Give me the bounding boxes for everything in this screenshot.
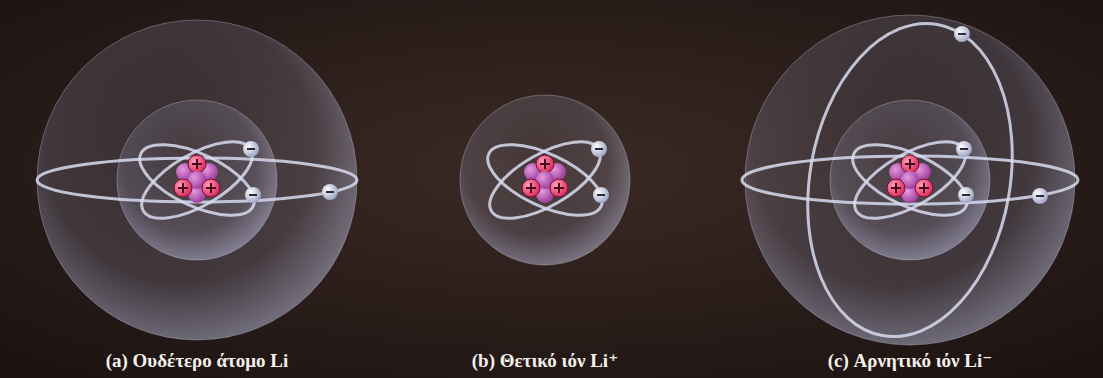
electron <box>243 141 259 157</box>
inner-shell-sphere <box>460 95 630 265</box>
outer-orbit <box>784 7 1036 353</box>
electron <box>958 187 974 203</box>
positive-ion <box>460 95 630 265</box>
nucleus <box>174 155 220 203</box>
inner-orbit <box>843 130 977 230</box>
inner-orbit <box>843 126 976 233</box>
inner-orbit <box>478 126 611 233</box>
outer-shell-sphere <box>37 20 357 340</box>
electron <box>245 187 261 203</box>
inner-orbit <box>130 126 263 233</box>
electron <box>593 187 609 203</box>
panel-caption: (a) Ουδέτερο άτομο Li <box>106 350 289 372</box>
nucleus <box>522 155 568 203</box>
outer-orbit <box>742 156 1078 204</box>
nucleus <box>887 155 933 203</box>
electron <box>591 141 607 157</box>
outer-shell-sphere <box>745 15 1075 345</box>
panel-caption: (c) Αρνητικό ιόν Li⁻ <box>828 350 993 372</box>
electron <box>322 184 338 200</box>
neutral-atom <box>37 20 357 340</box>
inner-shell-sphere <box>117 100 277 260</box>
negative-ion <box>742 7 1078 353</box>
panel-caption: (b) Θετικό ιόν Li⁺ <box>472 350 618 372</box>
inner-orbit <box>130 130 264 230</box>
electron <box>1032 188 1048 204</box>
electron <box>956 141 972 157</box>
electron <box>954 26 970 42</box>
inner-orbit <box>478 130 612 230</box>
inner-shell-sphere <box>830 100 990 260</box>
